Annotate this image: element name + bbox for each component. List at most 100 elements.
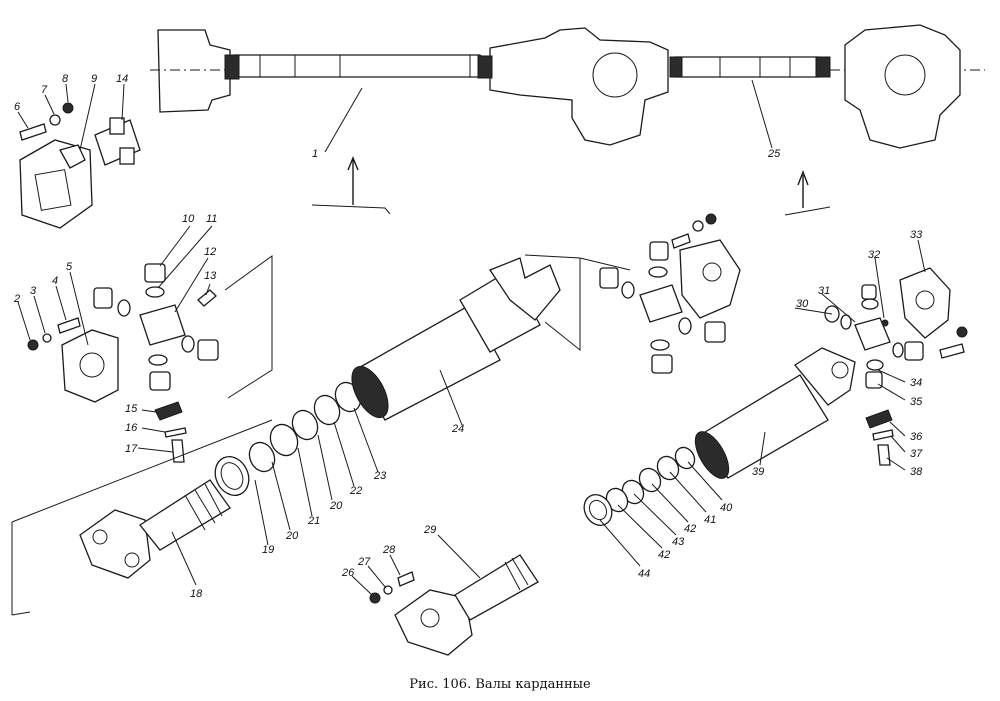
shaft-18-assembly [11, 381, 379, 616]
nut-8 [62, 102, 74, 114]
label-24: 24 [451, 423, 464, 435]
spline-shaft-18 [139, 479, 231, 551]
spline-shaft-29 [454, 554, 539, 621]
yoke-24 [489, 257, 561, 321]
bearing-cup-right [197, 339, 219, 361]
label-26: 26 [341, 567, 355, 579]
label-20a: 20 [285, 530, 299, 542]
ring-20 [248, 441, 276, 473]
joint-front [224, 54, 240, 80]
label-35: 35 [910, 396, 923, 408]
label-44: 44 [638, 568, 650, 580]
label-14: 14 [116, 73, 128, 85]
bolt-4 [57, 317, 81, 334]
label-16: 16 [125, 422, 138, 434]
label-3: 3 [30, 285, 37, 297]
bolt-6 [19, 123, 47, 141]
bolt-17 [171, 439, 185, 463]
bearing-cup-35 [865, 371, 883, 389]
label-12: 12 [204, 246, 216, 258]
yoke-18 [79, 509, 151, 579]
joint-rear-b [815, 56, 831, 78]
ring-21 [269, 423, 299, 457]
left-cross-assembly [17, 225, 273, 463]
label-11: 11 [206, 213, 217, 225]
label-1: 1 [312, 148, 318, 160]
ring-19 [214, 456, 250, 496]
joint-middle [477, 55, 493, 79]
label-15: 15 [125, 403, 138, 415]
flange-yoke-29 [394, 589, 473, 656]
yoke-ru [679, 239, 741, 319]
tube-24-assembly [351, 254, 581, 426]
label-41: 41 [704, 514, 716, 526]
propeller-shaft-1 [231, 54, 483, 78]
joint-rear-a [669, 56, 683, 78]
label-22: 22 [349, 485, 362, 497]
middle-axle-housing [489, 27, 669, 146]
bearing-cup-left [93, 287, 113, 309]
seal-11 [145, 286, 165, 298]
label-2: 2 [13, 293, 20, 305]
label-34: 34 [910, 377, 922, 389]
label-43: 43 [672, 536, 685, 548]
label-23: 23 [373, 470, 387, 482]
flange-yoke-5 [61, 329, 119, 403]
bearing-cup-10 [144, 263, 166, 283]
shaft-29-assembly [351, 534, 539, 656]
label-19: 19 [262, 544, 274, 556]
label-30: 30 [796, 298, 809, 310]
label-4: 4 [52, 275, 58, 287]
driveline-overview [150, 24, 985, 216]
label-31: 31 [818, 285, 830, 297]
nut-2 [27, 339, 39, 351]
grease-fitting-32 [881, 319, 889, 327]
label-38: 38 [910, 466, 923, 478]
label-18: 18 [190, 588, 203, 600]
ring-22 [313, 394, 341, 426]
label-37: 37 [910, 448, 923, 460]
label-21: 21 [307, 515, 320, 527]
cross-31 [854, 317, 891, 351]
label-40: 40 [720, 502, 733, 514]
ring-41 [656, 455, 680, 481]
label-27: 27 [357, 556, 371, 568]
bolt-16 [164, 427, 187, 438]
label-29: 29 [423, 524, 436, 536]
label-32: 32 [868, 249, 880, 261]
shaft-39-assembly [583, 347, 856, 567]
label-7: 7 [41, 84, 48, 96]
label-36: 36 [910, 431, 923, 443]
label-28: 28 [382, 544, 396, 556]
seal-34 [866, 359, 884, 371]
label-17: 17 [125, 443, 138, 455]
washer-3 [42, 333, 52, 343]
label-13: 13 [204, 270, 217, 282]
bearing-cup-ru-left [599, 267, 619, 289]
lock-plate-15 [154, 401, 183, 421]
reference-labels: 1 2 3 4 5 6 7 8 9 10 11 12 13 14 15 16 1… [13, 73, 923, 600]
right-upper-cross-kit [579, 213, 741, 374]
yoke-33 [899, 267, 951, 339]
nut-26 [369, 592, 381, 604]
propeller-shaft-25 [671, 56, 823, 78]
bolt-38 [877, 444, 891, 466]
label-6: 6 [14, 101, 21, 113]
lock-plate-36 [865, 409, 893, 429]
gearbox-outline [157, 29, 231, 113]
rear-axle-housing [844, 24, 961, 149]
bearing-cup-bottom [149, 371, 171, 391]
figure-caption: Рис. 106. Валы карданные [409, 677, 591, 692]
grease-fitting-13 [197, 289, 217, 307]
cross-12 [139, 304, 186, 346]
label-9: 9 [91, 73, 97, 85]
label-20b: 20 [329, 500, 343, 512]
right-cross-assembly [794, 239, 968, 471]
label-39: 39 [752, 466, 764, 478]
ring-20b [291, 409, 319, 441]
bolt-37 [872, 429, 894, 441]
ring-42 [638, 467, 662, 493]
label-10: 10 [182, 213, 195, 225]
label-5: 5 [66, 261, 73, 273]
cross-ru [639, 284, 683, 323]
